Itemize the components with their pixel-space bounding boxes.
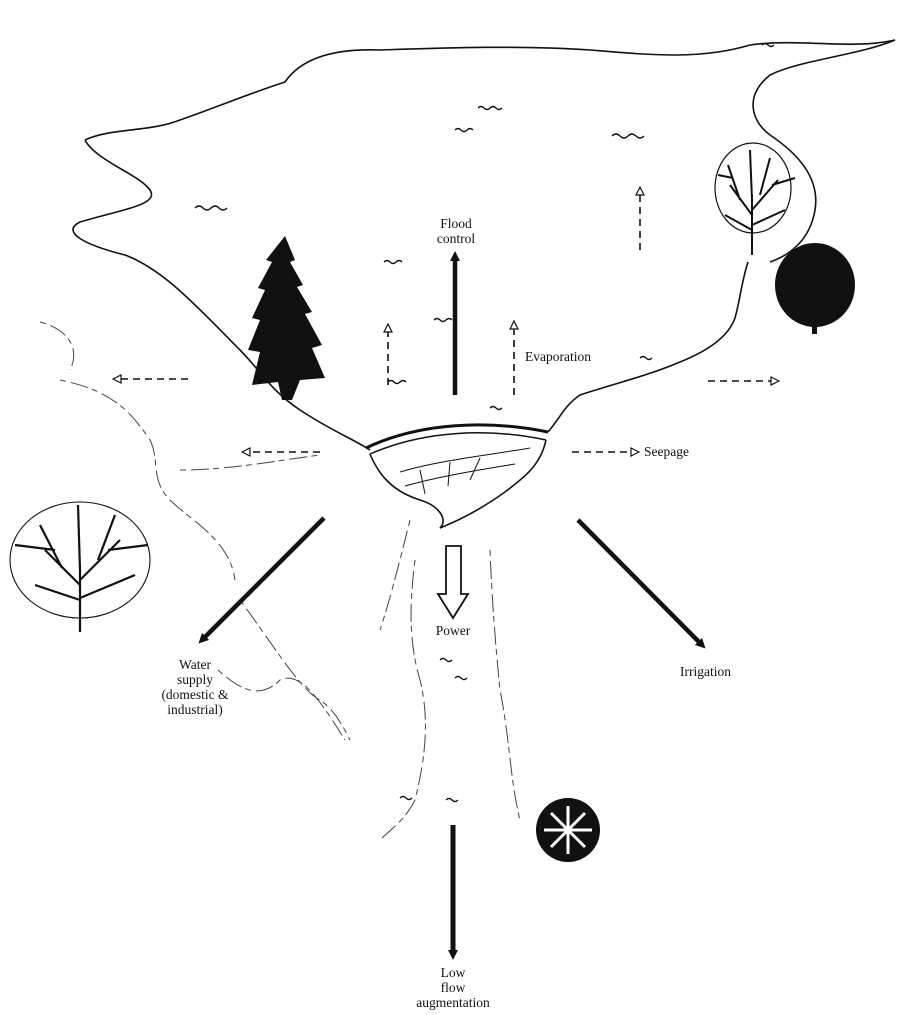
water-supply-line-3: (domestic & (161, 687, 229, 702)
power-text: Power (435, 623, 471, 638)
evaporation-label: Evaporation (525, 349, 591, 364)
deciduous-tree-right-icon (714, 142, 796, 255)
low-flow-line-2: flow (440, 980, 466, 995)
water-supply-line-4: industrial) (167, 702, 223, 717)
low-flow-line-3: augmentation (416, 995, 490, 1010)
irrigation-label: Irrigation (680, 664, 731, 679)
round-tree-icon (775, 243, 855, 334)
reservoir-right-shore (547, 261, 749, 433)
low-flow-line-1: Low (440, 965, 466, 980)
seepage-text: Seepage (644, 444, 689, 459)
power-label: Power (423, 623, 483, 638)
water-waves (194, 42, 775, 803)
reservoir-far-shore (752, 39, 896, 263)
pine-tree-icon (248, 236, 325, 400)
dam-icon (365, 423, 549, 529)
flood-control-label: Flood control (426, 216, 486, 246)
reservoir-left-shore (72, 139, 371, 451)
dashed-arrows (114, 188, 778, 452)
reservoir-shoreline (84, 39, 896, 141)
irrigation-text: Irrigation (680, 664, 731, 679)
water-supply-line-2: supply (176, 672, 213, 687)
terrain-contours (39, 321, 521, 841)
deciduous-tree-left-icon (9, 501, 151, 632)
shrub-icon (536, 798, 600, 862)
water-supply-line-1: Water (179, 657, 211, 672)
flood-control-line-1: Flood (440, 216, 472, 231)
solid-arrows (198, 251, 706, 960)
evaporation-text: Evaporation (525, 349, 591, 364)
power-arrow (436, 545, 470, 620)
low-flow-label: Low flow augmentation (403, 965, 503, 1010)
water-supply-label: Water supply (domestic & industrial) (140, 657, 250, 717)
seepage-label: Seepage (644, 444, 689, 459)
flood-control-line-2: control (436, 231, 476, 246)
